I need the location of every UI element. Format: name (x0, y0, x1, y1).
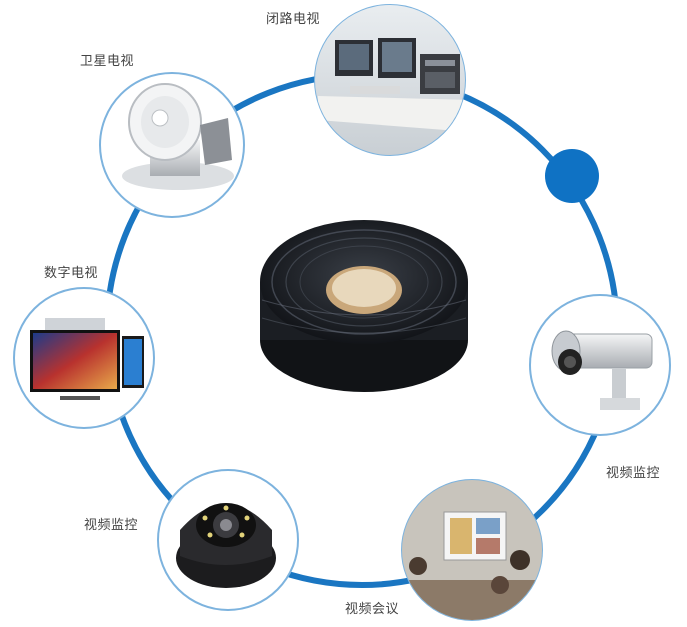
label-satellite-tv: 卫星电视 (80, 54, 135, 69)
label-video-surveillance-right: 视频监控 (606, 466, 661, 481)
label-cctv: 闭路电视 (266, 12, 321, 27)
label-digital-tv: 数字电视 (44, 266, 99, 281)
cctv-control-room-icon (314, 4, 466, 156)
ring-accent-dot (545, 149, 599, 203)
label-video-conference: 视频会议 (345, 602, 400, 617)
dome-camera-icon (157, 469, 299, 611)
satellite-dish-icon (99, 72, 245, 218)
bullet-camera-icon (529, 294, 671, 436)
coaxial-cable-coil-icon (260, 220, 468, 392)
conference-room-icon (401, 479, 543, 621)
label-video-surveillance-left: 视频监控 (84, 518, 139, 533)
flat-screen-tv-icon (13, 287, 155, 429)
